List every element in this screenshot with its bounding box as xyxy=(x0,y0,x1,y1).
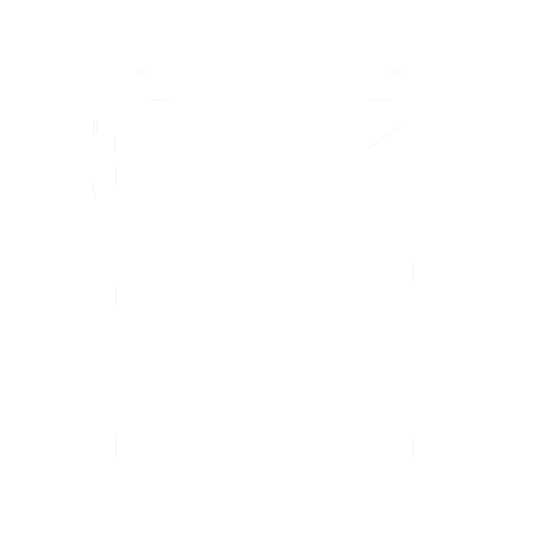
faint-mark xyxy=(368,122,406,149)
faint-mark xyxy=(92,183,96,200)
